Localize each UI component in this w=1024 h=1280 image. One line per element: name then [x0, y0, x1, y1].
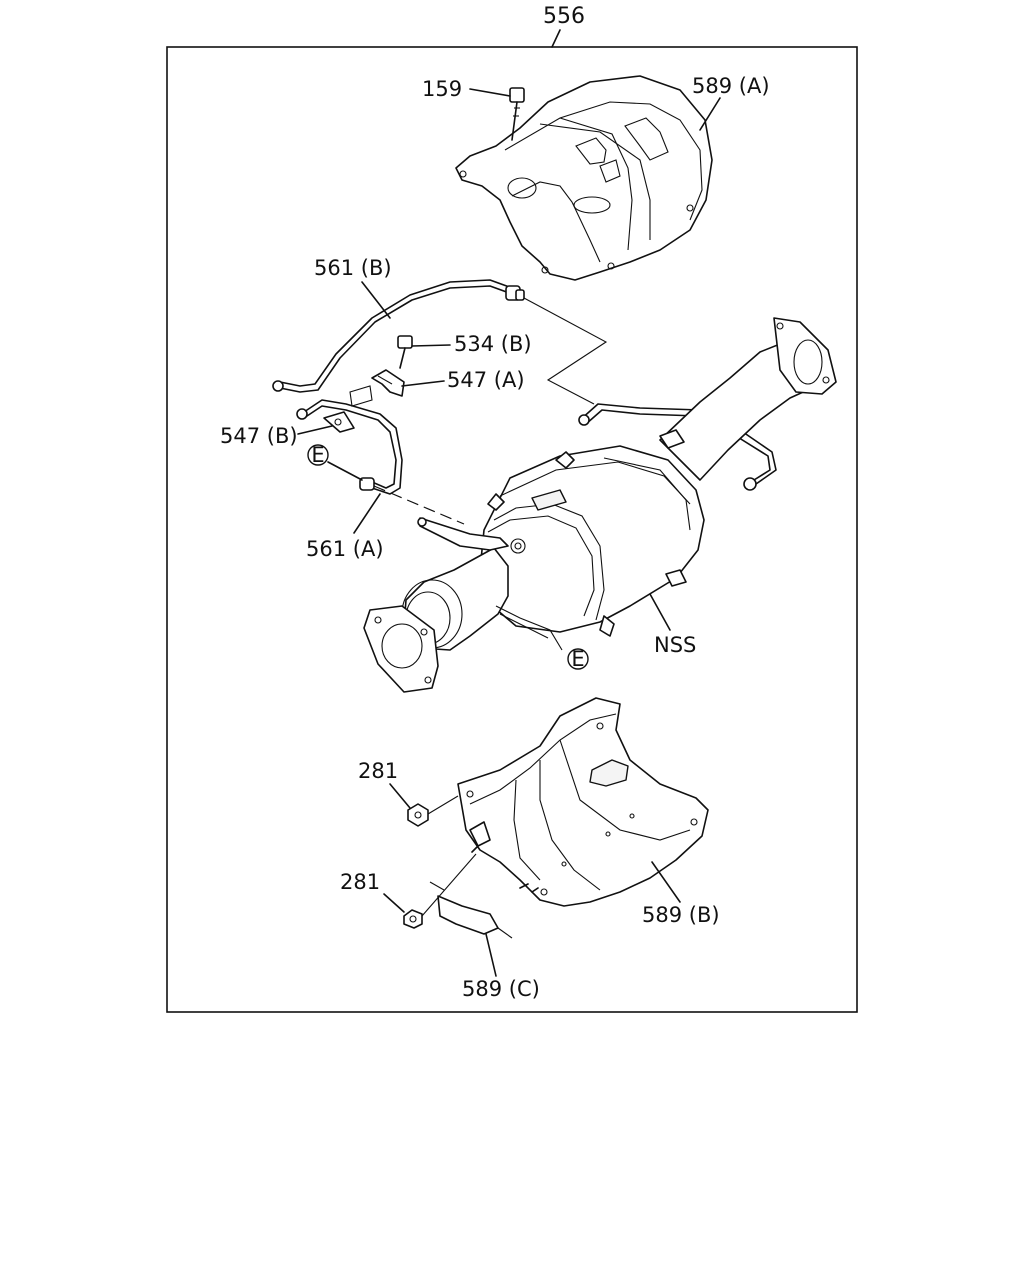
nut-281-lower — [403, 909, 423, 929]
dash-281-lower — [421, 853, 477, 917]
callout-159: 159 — [422, 77, 462, 101]
leader-561b — [361, 281, 391, 319]
callout-547a: 547 (A) — [447, 368, 525, 392]
bracket-589c — [429, 881, 513, 939]
callout-561a: 561 (A) — [306, 537, 384, 561]
tube-561a — [296, 399, 403, 495]
callout-534b: 534 (B) — [454, 332, 532, 356]
leader-534b — [411, 344, 451, 347]
clamp-547b — [323, 411, 355, 433]
tube-561b — [272, 279, 525, 393]
clamp-547a — [371, 369, 405, 397]
leader-589c — [485, 933, 497, 977]
pressure-tube-start — [578, 414, 590, 426]
lower-heat-shield-589b — [457, 697, 709, 907]
bolt-159 — [509, 87, 525, 141]
callout-281-upper: 281 — [358, 759, 398, 783]
leader-561a — [353, 493, 381, 534]
leader-281-lower — [383, 893, 405, 913]
bracket-outline — [349, 385, 373, 407]
callout-nss: NSS — [654, 633, 696, 657]
leader-159 — [469, 88, 511, 97]
svg-text:E: E — [571, 647, 584, 671]
routing-dash-lower — [373, 485, 465, 525]
leader-589a — [699, 97, 721, 131]
callout-589c: 589 (C) — [462, 977, 540, 1001]
stud-left — [471, 845, 539, 893]
assembly-leader-line — [551, 29, 561, 48]
nut-281-upper — [407, 803, 429, 827]
connector-mark-e-left: E — [307, 443, 329, 467]
upper-heat-shield-589a — [455, 75, 713, 281]
pressure-tube-end — [743, 477, 757, 491]
callout-547b: 547 (B) — [220, 424, 298, 448]
callout-281-lower: 281 — [340, 870, 380, 894]
callout-561b: 561 (B) — [314, 256, 392, 280]
leader-589b — [651, 861, 681, 903]
callout-589a: 589 (A) — [692, 74, 770, 98]
catalytic-converter-nss — [363, 317, 837, 693]
bolt-534b — [397, 335, 413, 369]
callout-589b: 589 (B) — [642, 903, 720, 927]
routing-dash-upper — [523, 297, 608, 405]
diagram-frame — [166, 46, 858, 1013]
leader-547a — [401, 380, 445, 387]
dash-281-upper — [427, 795, 459, 815]
leader-281-upper — [389, 783, 411, 809]
leader-nss — [649, 593, 671, 631]
leader-547b — [297, 425, 333, 435]
assembly-number-label: 556 — [543, 4, 585, 29]
connector-mark-e-right: E — [567, 647, 589, 671]
svg-text:E: E — [311, 443, 324, 467]
leader-e-left — [327, 461, 363, 481]
